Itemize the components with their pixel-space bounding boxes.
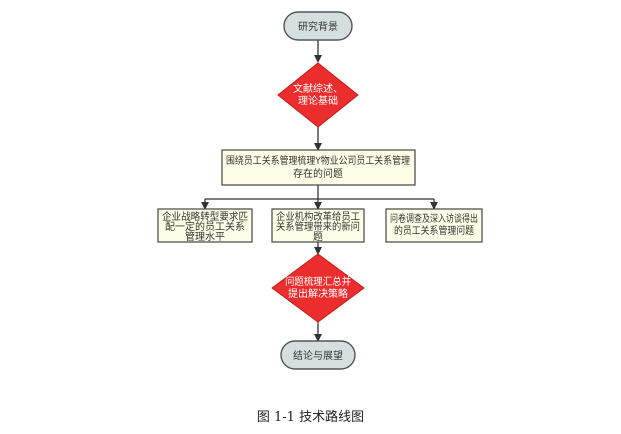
decision2-line2: 提出解决策略 (288, 287, 348, 300)
main-issue-line2: 存在的问题 (293, 167, 343, 180)
branch-mid-line3: 题 (313, 231, 323, 243)
branch-mid-line1: 企业机构改革给员工 (276, 210, 360, 223)
start-node: 研究背景 (283, 11, 353, 41)
branch-mid-line2: 关系管理带来的新问 (276, 220, 360, 233)
start-node-label: 研究背景 (298, 20, 338, 33)
decision1-line2: 理论基础 (298, 94, 338, 107)
branch-left-line1: 企业战略转型要求匹 (162, 210, 248, 223)
end-node: 结论与展望 (280, 340, 356, 370)
end-node-label: 结论与展望 (293, 349, 343, 362)
branch-left-line2: 配一定的员工关系 (165, 220, 245, 233)
branch-left-node: 企业战略转型要求匹 配一定的员工关系 管理水平 (157, 208, 253, 243)
branch-left-line3: 管理水平 (185, 230, 225, 243)
technical-route-flowchart: 研究背景 文献综述、 理论基础 围绕员工关系管理梳理Y物业公司员工关系管理 存在… (157, 11, 483, 370)
decision-literature-review: 文献综述、 理论基础 (277, 62, 359, 128)
branch-mid-node: 企业机构改革给员工 关系管理带来的新问 题 (271, 208, 365, 243)
branch-right-line1: 问卷调查及深入访谈得出 (390, 212, 478, 225)
connectors (201, 40, 438, 342)
figure-caption: 图 1-1 技术路线图 (256, 410, 365, 425)
decision-summarize-solve: 问题梳理汇总并 提出解决策略 (271, 253, 365, 323)
branch-right-node: 问卷调查及深入访谈得出 的员工关系管理问题 (385, 208, 483, 243)
branch-right-line2: 的员工关系管理问题 (394, 224, 474, 237)
main-issue-node: 围绕员工关系管理梳理Y物业公司员工关系管理 存在的问题 (221, 149, 416, 186)
main-issue-line1: 围绕员工关系管理梳理Y物业公司员工关系管理 (226, 154, 410, 167)
decision2-line1: 问题梳理汇总并 (285, 275, 351, 288)
decision1-line1: 文献综述、 (293, 82, 343, 95)
